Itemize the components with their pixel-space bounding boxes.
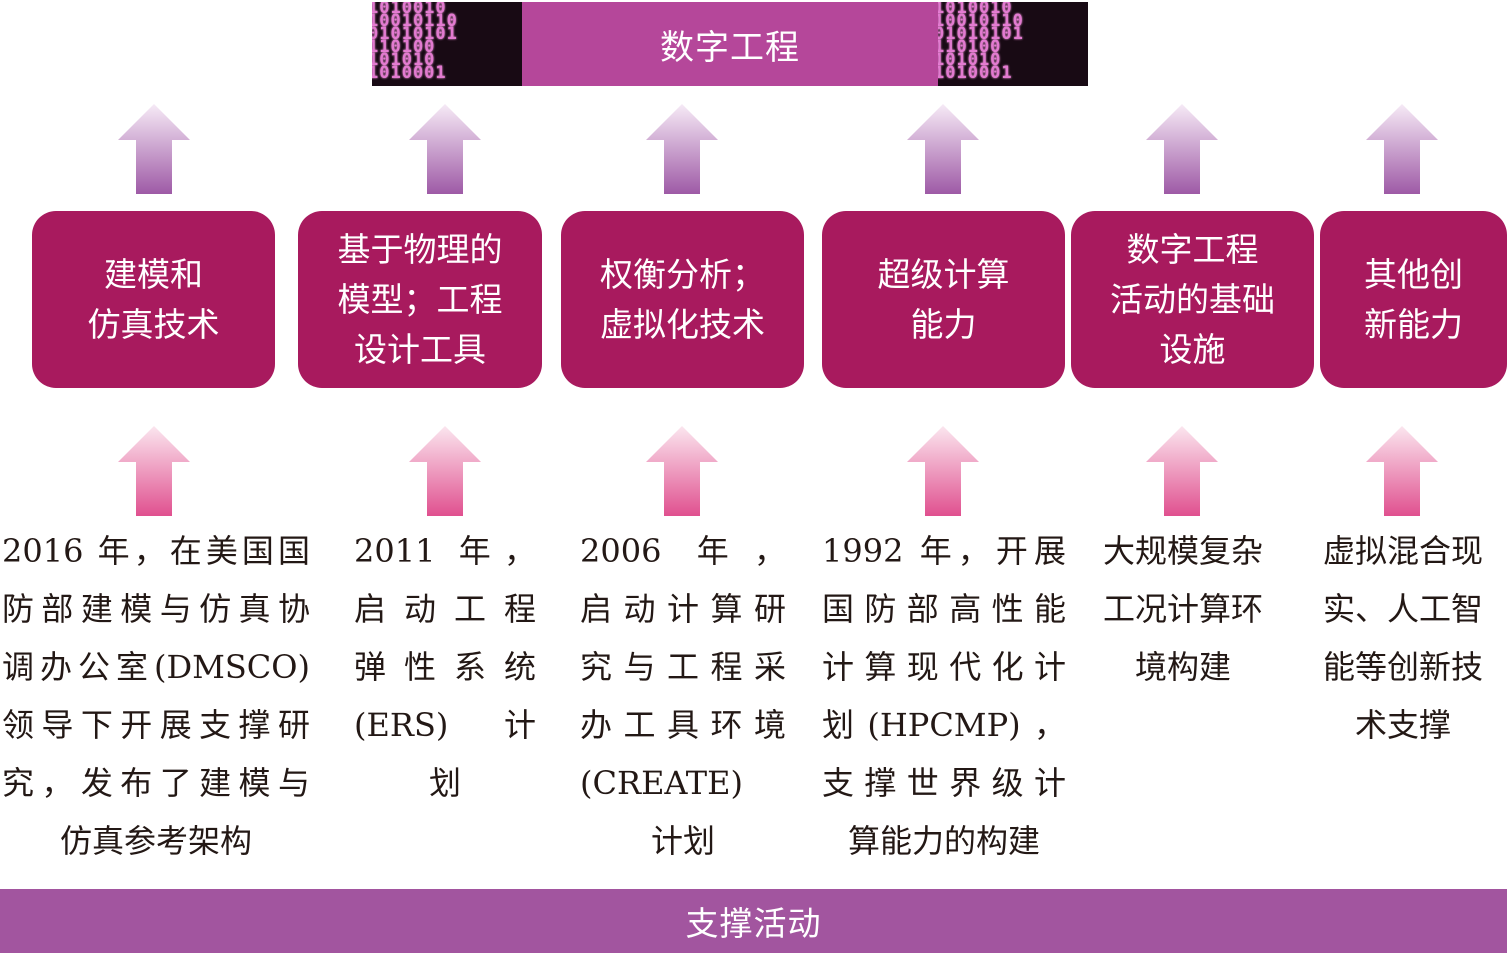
- description-col-1: 2016 年，在美国国 防部建模与仿真协 调办公室(DMSCO) 领导下开展支撑…: [2, 522, 310, 870]
- binary-line: 110100: [372, 37, 436, 57]
- up-arrow-icon: [118, 426, 190, 516]
- binary-line: 1010010: [372, 2, 447, 18]
- binary-line: 1010001: [938, 63, 1013, 83]
- bottom-bar: 支撑活动: [0, 889, 1507, 953]
- description-line: 虚拟混合现: [1322, 532, 1483, 570]
- up-arrow-icon: [118, 104, 190, 194]
- binary-line: 10010110: [372, 11, 458, 31]
- description-line: 划: [428, 764, 461, 802]
- description-line: 究，发布了建模与: [2, 764, 310, 802]
- up-arrow-icon: [409, 104, 481, 194]
- description-line: 算能力的构建: [847, 822, 1040, 860]
- description-line: 能等创新技: [1322, 648, 1483, 686]
- binary-line: 10010110: [938, 11, 1024, 31]
- description-line: 国防部高性能: [822, 590, 1066, 628]
- up-arrow-icon: [646, 104, 718, 194]
- description-line: 防部建模与仿真协: [2, 590, 310, 628]
- box-label: 建模和 仿真技术: [87, 254, 220, 344]
- description-line: 调办公室(DMSCO): [2, 648, 310, 686]
- description-line: 计划: [650, 822, 715, 860]
- capability-box-modeling: 建模和 仿真技术: [32, 211, 275, 388]
- up-arrow-icon: [907, 426, 979, 516]
- up-arrow-icon: [1366, 104, 1438, 194]
- top-title: 数字工程: [660, 27, 800, 68]
- top-banner: 1010010 10010110 01010101 110100 101010 …: [372, 2, 1088, 86]
- description-line: 大规模复杂: [1102, 532, 1263, 570]
- binary-line: 01010101: [372, 24, 458, 44]
- description-line: 计算现代化计: [822, 648, 1066, 686]
- description-line: 弹性系统: [354, 648, 536, 686]
- up-arrow-icon: [1366, 426, 1438, 516]
- box-label: 基于物理的 模型；工程 设计工具: [337, 229, 503, 369]
- description-col-5: 大规模复杂 工况计算环 境构建: [1084, 522, 1282, 696]
- binary-line: 101010: [938, 50, 1002, 70]
- description-line: 2016 年，在美国国: [2, 532, 310, 570]
- description-line: 支撑世界级计: [822, 764, 1066, 802]
- bottom-bar-label: 支撑活动: [685, 904, 822, 943]
- box-label: 权衡分析； 虚拟化技术: [600, 254, 765, 344]
- description-line: 启动工程: [354, 590, 536, 628]
- capability-box-infrastructure: 数字工程 活动的基础 设施: [1071, 211, 1314, 388]
- description-line: 境构建: [1134, 648, 1231, 686]
- description-line: (ERS)计: [354, 706, 536, 744]
- binary-line: 1010001: [372, 63, 447, 83]
- binary-line: 110100: [938, 37, 1002, 57]
- description-line: 术支撑: [1354, 706, 1451, 744]
- binary-pattern-right: 1010010 10010110 01010101 110100 101010 …: [938, 2, 1088, 86]
- binary-line: 01010101: [938, 24, 1024, 44]
- description-line: 启动计算研: [580, 590, 786, 628]
- description-line: 领导下开展支撑研: [2, 706, 310, 744]
- up-arrow-icon: [1146, 104, 1218, 194]
- description-line: 2006 年，: [580, 532, 786, 570]
- binary-line: 101010: [372, 50, 436, 70]
- description-line: 工况计算环: [1102, 590, 1263, 628]
- description-col-2: 2011 年， 启动工程 弹性系统 (ERS)计 划: [354, 522, 536, 812]
- up-arrow-icon: [1146, 426, 1218, 516]
- description-line: 2011 年，: [354, 532, 536, 570]
- description-line: 办工具环境: [580, 706, 786, 744]
- capability-box-physics-models: 基于物理的 模型；工程 设计工具: [298, 211, 542, 388]
- up-arrow-icon: [646, 426, 718, 516]
- description-line: 实、人工智: [1322, 590, 1483, 628]
- capability-box-tradeoff: 权衡分析； 虚拟化技术: [561, 211, 804, 388]
- box-label: 其他创 新能力: [1364, 254, 1463, 344]
- description-line: 1992 年，开展: [822, 532, 1066, 570]
- capability-box-innovation: 其他创 新能力: [1320, 211, 1507, 388]
- description-line: (CREATE): [580, 764, 743, 802]
- box-label: 超级计算 能力: [877, 254, 1010, 344]
- description-line: 划(HPCMP)，: [822, 706, 1066, 744]
- description-col-6: 虚拟混合现 实、人工智 能等创新技 术支撑: [1305, 522, 1501, 754]
- binary-pattern-left: 1010010 10010110 01010101 110100 101010 …: [372, 2, 522, 86]
- box-label: 数字工程 活动的基础 设施: [1110, 229, 1275, 369]
- up-arrow-icon: [907, 104, 979, 194]
- up-arrow-icon: [409, 426, 481, 516]
- description-line: 仿真参考架构: [59, 822, 252, 860]
- binary-line: 1010010: [938, 2, 1013, 18]
- description-line: 究与工程采: [580, 648, 786, 686]
- description-col-4: 1992 年，开展 国防部高性能 计算现代化计 划(HPCMP)， 支撑世界级计…: [822, 522, 1066, 870]
- description-col-3: 2006 年， 启动计算研 究与工程采 办工具环境 (CREATE) 计划: [580, 522, 786, 870]
- capability-box-supercomputing: 超级计算 能力: [822, 211, 1065, 388]
